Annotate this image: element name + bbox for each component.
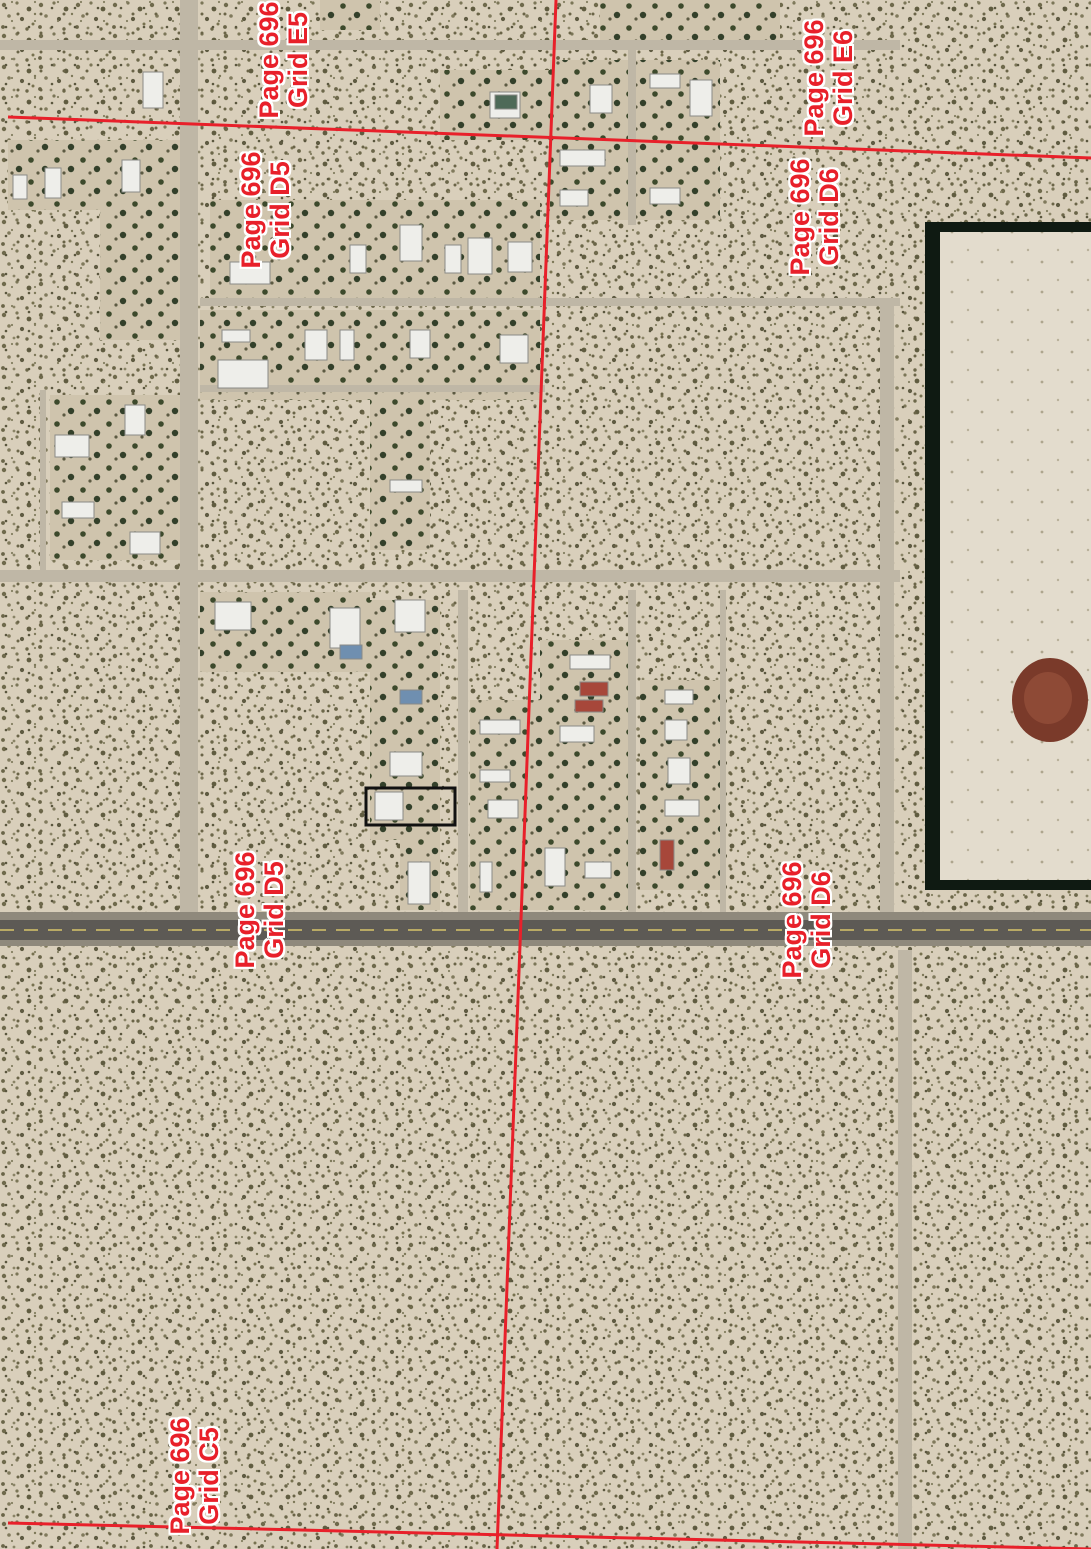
grid-label-page: Page 696: [799, 19, 829, 137]
grid-label-page: Page 696: [230, 851, 260, 969]
grid-label-e5-top: Page 696 Grid E5: [254, 0, 315, 130]
grid-label-c5-bottom: Page 696 Grid C5: [165, 1406, 226, 1546]
grid-label-d5-top: Page 696 Grid D5: [236, 140, 297, 280]
grid-label-grid: Grid D5: [265, 161, 295, 259]
grid-label-grid: Grid D5: [259, 861, 289, 959]
grid-label-page: Page 696: [777, 861, 807, 979]
grid-label-page: Page 696: [165, 1417, 195, 1535]
grid-label-page: Page 696: [236, 151, 266, 269]
highway: [0, 920, 1091, 940]
grid-label-d6-mid: Page 696 Grid D6: [777, 850, 838, 990]
grid-label-grid: Grid D6: [806, 871, 836, 969]
grid-label-page: Page 696: [785, 158, 815, 276]
grid-label-grid: Grid E5: [283, 11, 313, 109]
grid-label-d6-top: Page 696 Grid D6: [785, 147, 846, 287]
grid-label-d5-mid: Page 696 Grid D5: [230, 840, 291, 980]
structures: [12, 71, 713, 905]
grid-label-page: Page 696: [254, 1, 284, 119]
dirt-roads: [0, 0, 912, 1549]
grid-lines: [7, 0, 1091, 1549]
grid-label-e6-top: Page 696 Grid E6: [799, 8, 860, 148]
subject-parcel-outline: [364, 786, 457, 827]
grid-label-grid: Grid D6: [814, 168, 844, 266]
grid-label-grid: Grid C5: [194, 1427, 224, 1525]
fenced-field: [940, 232, 1091, 880]
grid-label-grid: Grid E6: [828, 29, 858, 127]
